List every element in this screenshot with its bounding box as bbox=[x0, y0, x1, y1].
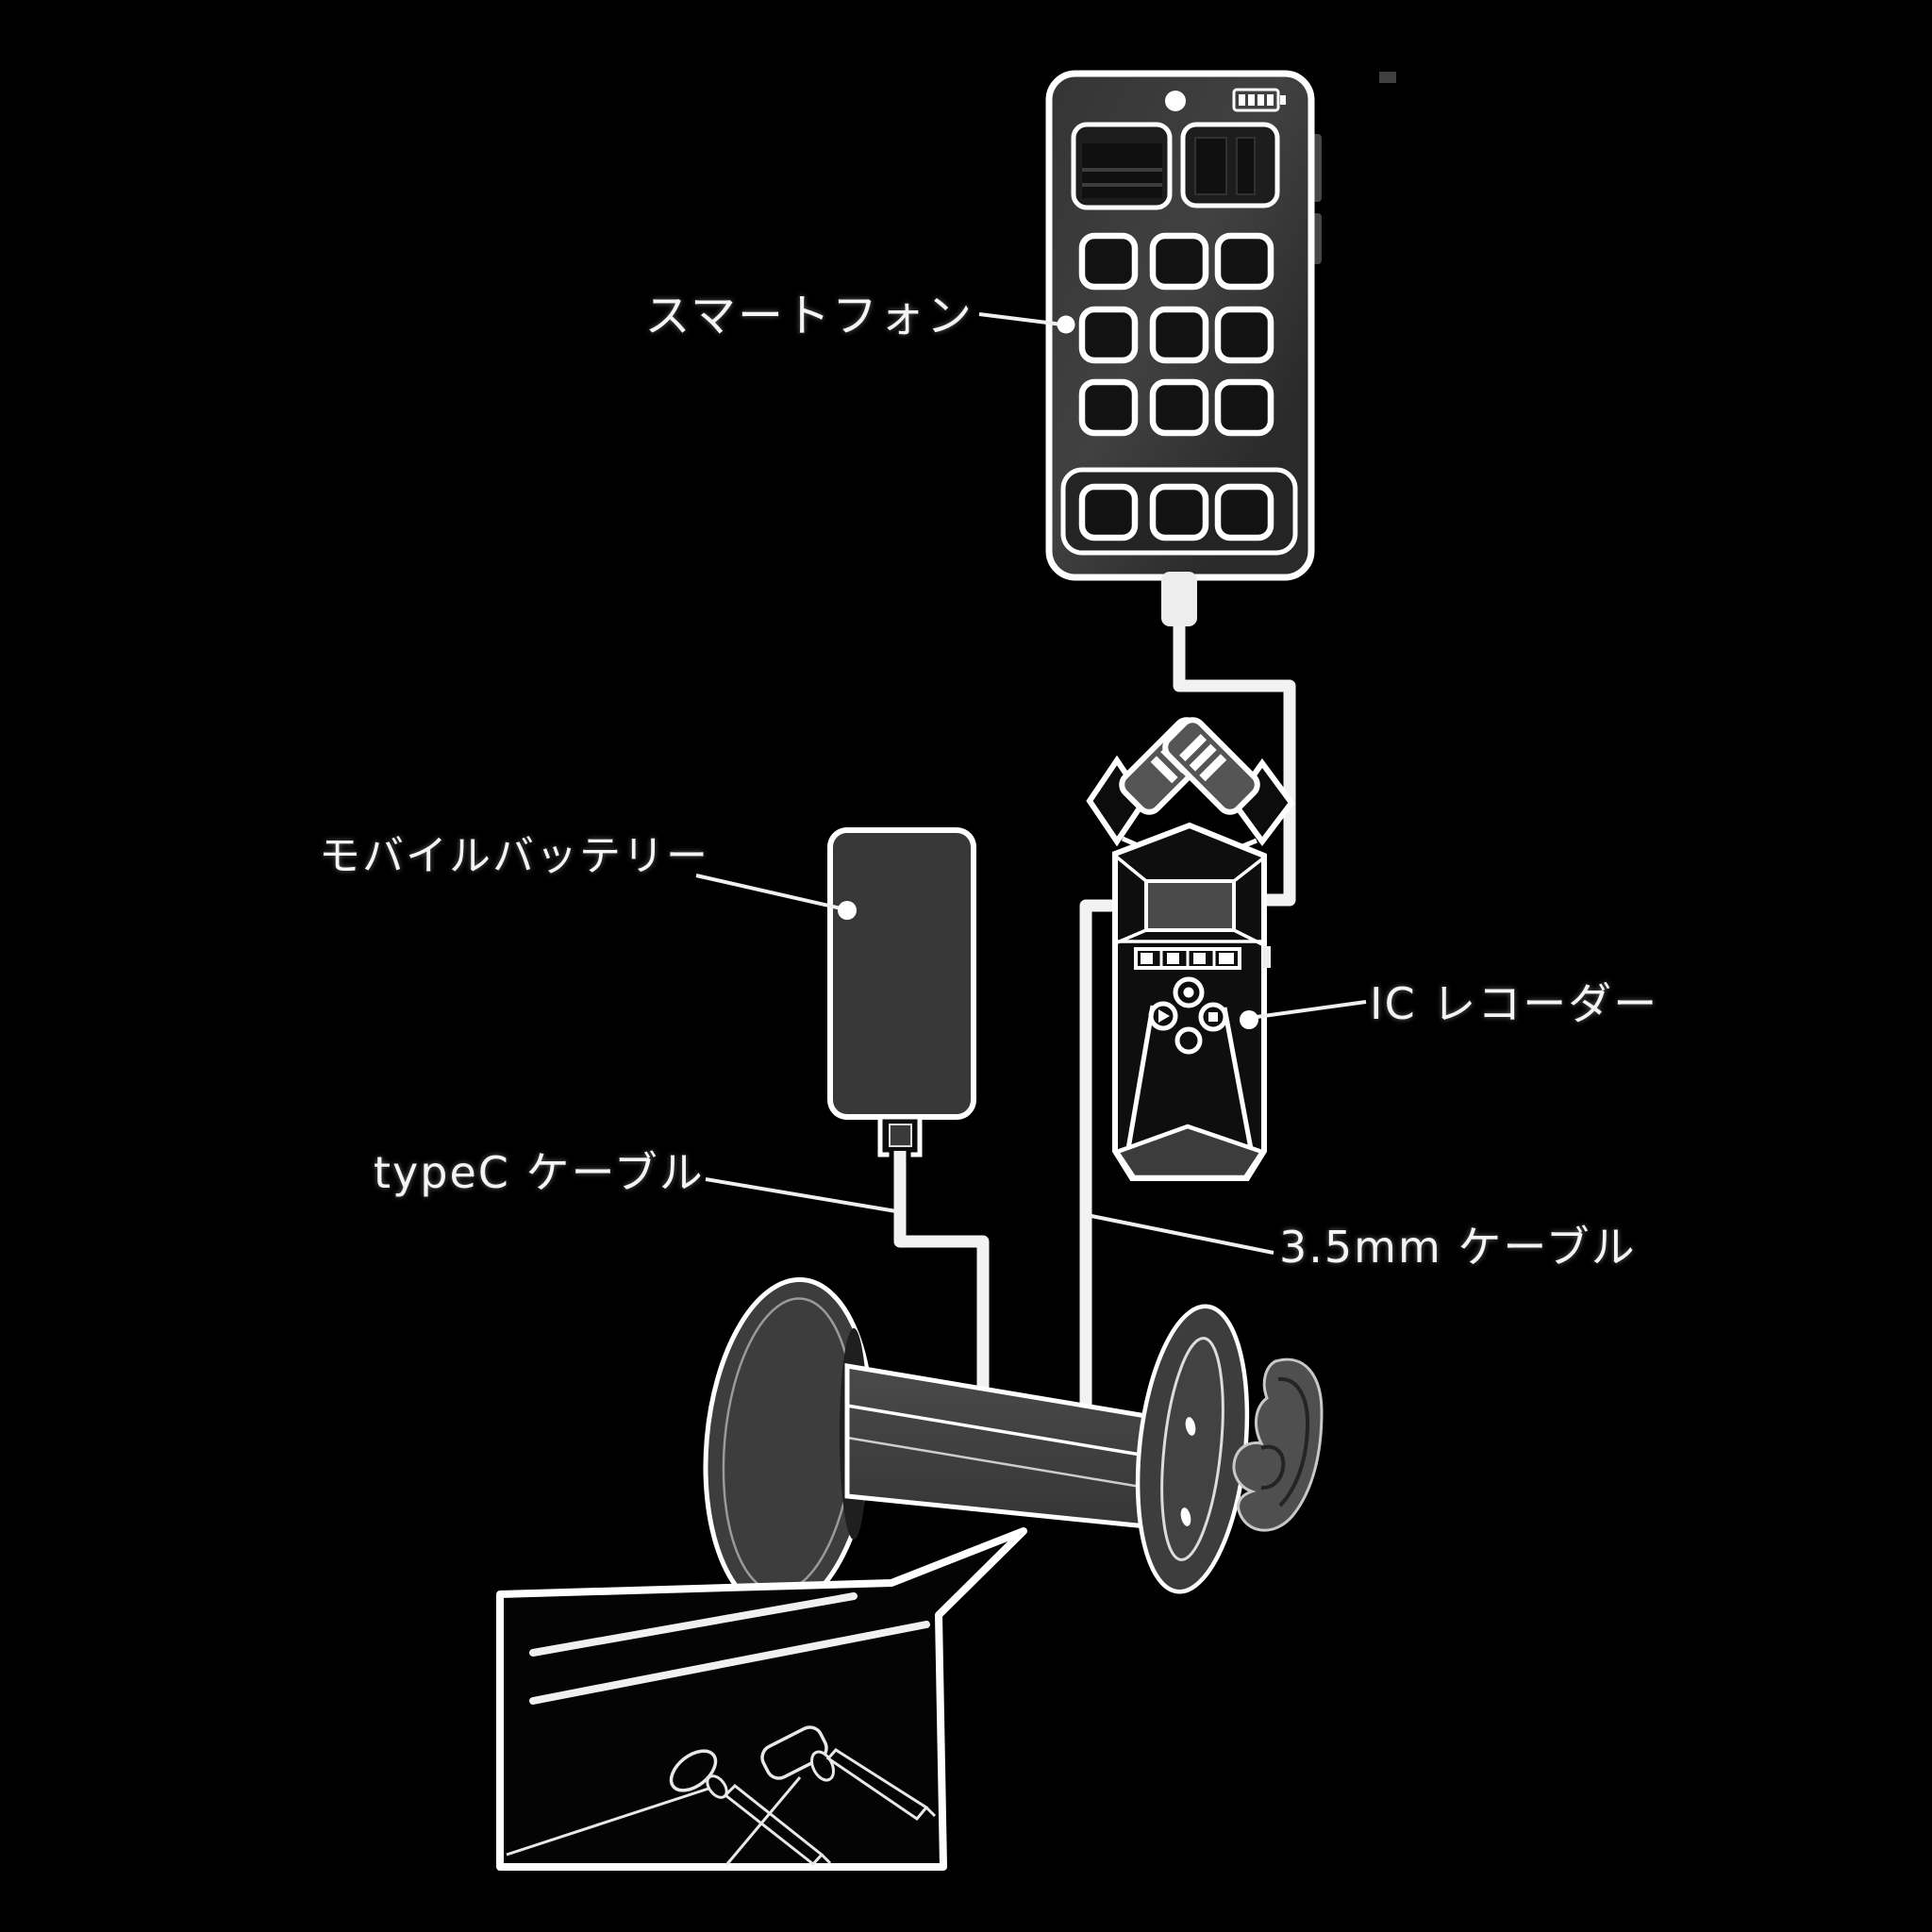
phone-battery-icon bbox=[1232, 88, 1286, 112]
leader-dot-battery bbox=[838, 901, 857, 920]
cable-3-5mm-line bbox=[1074, 894, 1117, 1405]
recorder-bezel-lines bbox=[1113, 854, 1266, 947]
label-ic-recorder: IC レコーダー bbox=[1370, 978, 1658, 1029]
mobile-battery-illustration bbox=[827, 827, 976, 1158]
inset-cables bbox=[529, 1592, 930, 1705]
phone-dock bbox=[1060, 467, 1298, 556]
phone-widget-right bbox=[1180, 122, 1280, 208]
inset-plug-typec bbox=[724, 1725, 937, 1866]
phone-app-grid bbox=[1078, 232, 1274, 437]
binaural-mic-illustration bbox=[703, 1277, 1324, 1613]
phone-camera-icon bbox=[1165, 91, 1186, 111]
recorder-transport-buttons bbox=[1148, 976, 1228, 1055]
inset-detail-box bbox=[496, 1527, 1027, 1871]
binaural-bar bbox=[844, 1363, 1149, 1529]
label-mobile-battery: モバイルバッテリー bbox=[319, 832, 709, 880]
ic-recorder-illustration bbox=[1086, 717, 1295, 1181]
binaural-right-disc bbox=[1135, 1304, 1250, 1594]
inset-callout-arrow bbox=[496, 1527, 1027, 1871]
recorder-base bbox=[1113, 1124, 1266, 1180]
recorder-xy-mics bbox=[1086, 717, 1295, 869]
recorder-button-row bbox=[1134, 947, 1241, 970]
screw-hole bbox=[1180, 1507, 1191, 1526]
typec-cable-line bbox=[889, 1151, 994, 1389]
label-typec-cable: typeC ケーブル bbox=[374, 1147, 705, 1198]
smartphone-illustration bbox=[1045, 70, 1322, 581]
phone-plug bbox=[1161, 572, 1197, 626]
label-3-5mm-cable: 3.5mm ケーブル bbox=[1279, 1222, 1637, 1273]
usb-cable-line bbox=[1161, 572, 1301, 911]
inset-plug-3-5mm bbox=[506, 1749, 832, 1867]
screw-hole bbox=[1185, 1417, 1196, 1436]
leader-dot-smartphone bbox=[1057, 315, 1075, 334]
recorder-screen bbox=[1144, 879, 1236, 932]
leader-lines bbox=[695, 312, 1367, 1255]
label-smartphone: スマートフォン bbox=[644, 290, 974, 342]
recorder-strap-tab bbox=[1262, 946, 1271, 968]
binaural-ear bbox=[1232, 1357, 1324, 1532]
leader-dot-recorder bbox=[1240, 1010, 1258, 1029]
stray-mark bbox=[1379, 72, 1396, 83]
phone-widget-left bbox=[1071, 122, 1173, 210]
